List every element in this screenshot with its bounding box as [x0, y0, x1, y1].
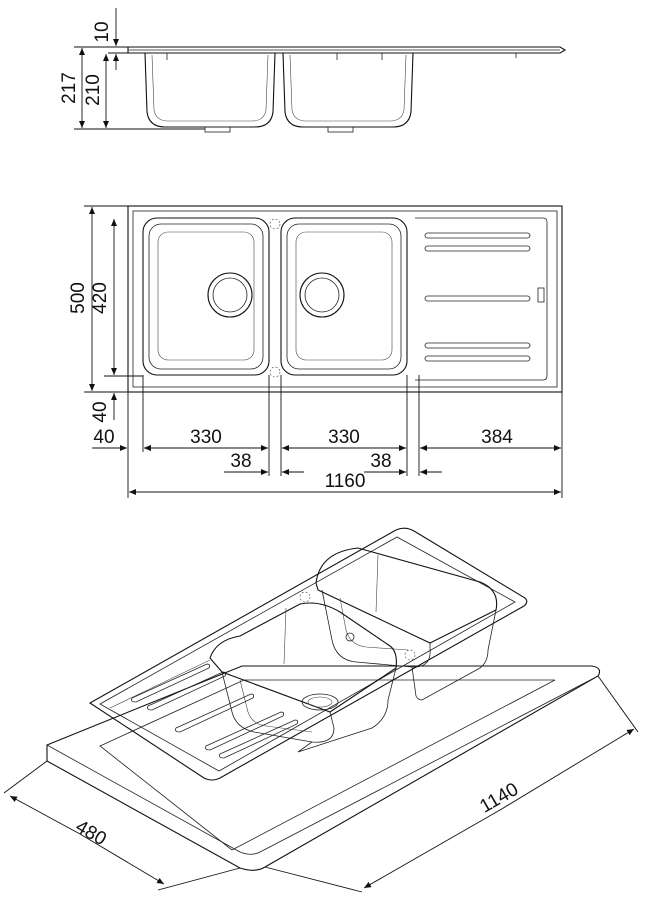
dim-bowl-2-width: 330 [328, 427, 360, 448]
top-view: 500 420 40 40 330 330 384 38 [68, 205, 563, 498]
side-view: 10 217 210 [59, 8, 567, 133]
dim-total-length: 1160 [325, 471, 366, 492]
dim-gap-2: 38 [370, 451, 391, 472]
dim-drainer-width: 384 [481, 427, 513, 448]
dim-gap-1: 38 [230, 451, 251, 472]
isometric-view: 480 1140 [3, 527, 639, 893]
dim-bowl-depth: 210 [83, 74, 104, 106]
dim-sink-width: 500 [68, 282, 89, 314]
dim-lower-margin: 40 [90, 401, 111, 422]
dim-bowl-1-width: 330 [190, 427, 222, 448]
dim-rim-thickness: 10 [92, 21, 113, 42]
dim-total-depth: 217 [59, 72, 80, 104]
dim-left-margin: 40 [93, 427, 114, 448]
dim-cutout-length: 1140 [476, 779, 522, 818]
dim-cutout-depth: 480 [72, 816, 110, 850]
dim-bowl-height: 420 [90, 282, 111, 314]
